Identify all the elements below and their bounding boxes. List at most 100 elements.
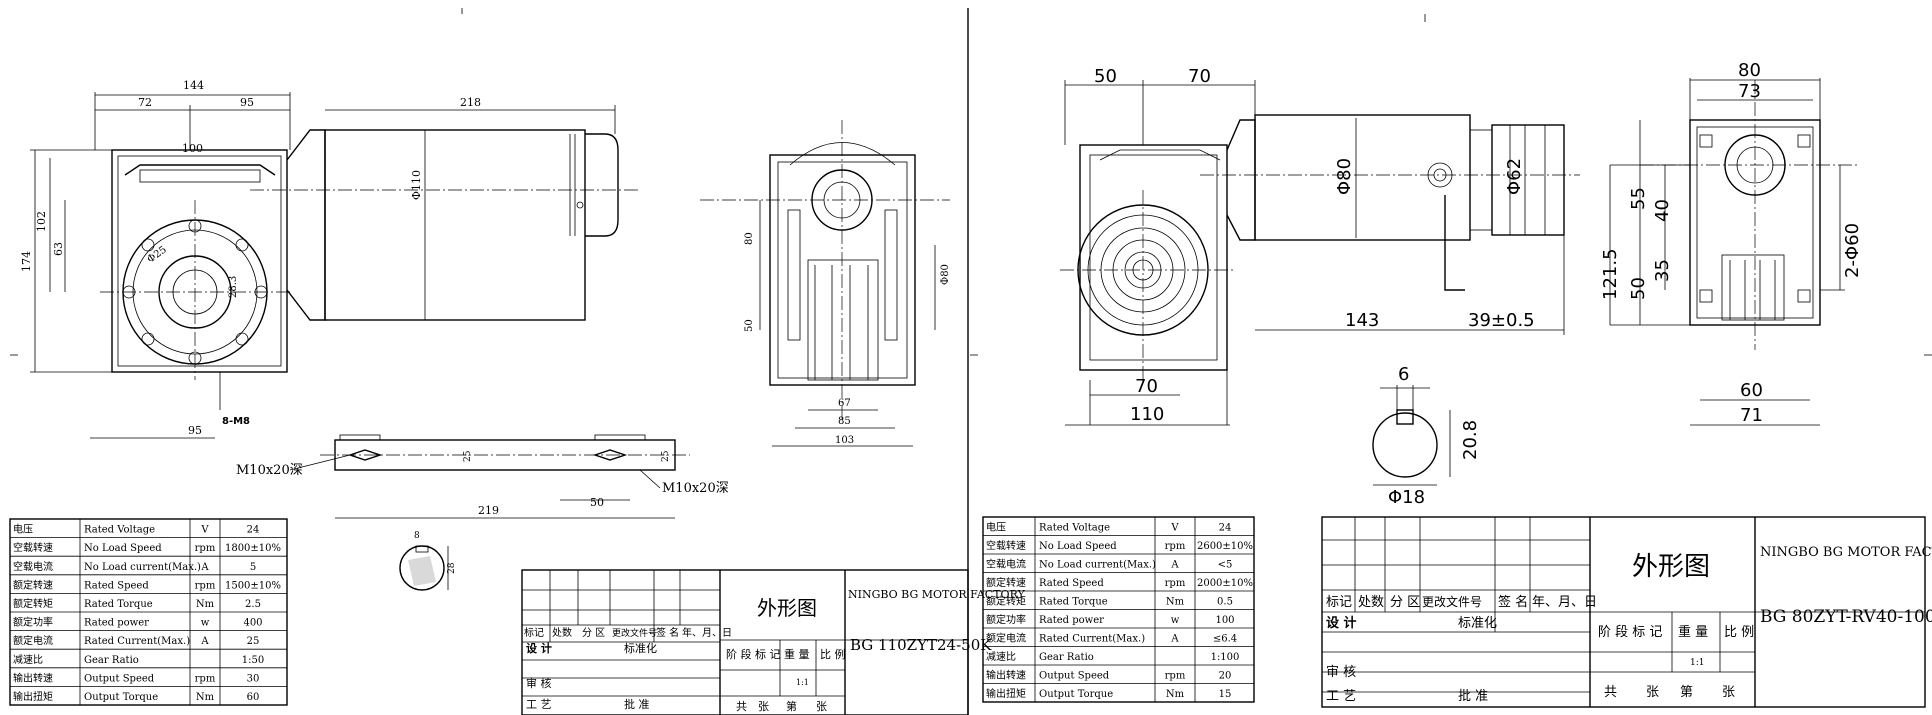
right-gearbox-side-view: 80 73 121.5 55 50 40 35 2-Φ60 60 71 [1600,60,1863,426]
right-tb-sheet2: 张 [1722,685,1735,700]
rdim-phi80: Φ80 [1334,158,1355,195]
left-spec-cn-2: 空载电流 [13,560,53,573]
right-tb-zone: 分 区 [1390,595,1420,610]
right-spec-cn-2: 空载电流 [986,558,1026,571]
right-spec-cn-3: 额定转速 [986,576,1026,589]
rdim-110: 110 [1130,404,1164,425]
rdim-121-5: 121.5 [1600,248,1621,300]
left-spec-unit-9: Nm [196,692,215,703]
shaft-dim-25-left: 25 [463,450,473,462]
rdim-71: 71 [1740,405,1763,426]
right-spec-en-0: Rated Voltage [1039,523,1110,534]
left-tb-sheet2: 张 [816,700,827,713]
left-spec-unit-1: rpm [195,543,216,554]
right-spec-en-5: Rated power [1039,615,1104,626]
rdim-55: 55 [1628,187,1649,210]
rdim-35: 35 [1652,259,1673,282]
right-key-section: 6 20.8 Φ18 [1372,364,1481,508]
left-spec-val-8: 30 [247,673,260,684]
shaft-dim-50: 50 [590,496,604,509]
left-spec-unit-3: rpm [195,580,216,591]
right-spec-en-2: No Load current(Max.) [1039,560,1156,571]
right-tb-design: 设 计 [1326,615,1357,631]
left-tb-stage: 阶 段 标 记 [726,647,781,661]
left-key-section: 8 28 [399,531,457,591]
left-tb-design: 设 计 [526,641,552,655]
right-spec-unit-0: V [1170,523,1179,534]
dim-144: 144 [183,79,204,92]
right-tb-count: 处数 [1358,595,1384,610]
right-spec-cn-1: 空载转速 [986,539,1026,552]
rdim-73: 73 [1738,81,1761,102]
left-spec-cn-1: 空载转速 [13,541,53,554]
left-spec-cn-4: 额定转矩 [13,597,53,610]
rdim-70b: 70 [1135,376,1158,397]
rdim-phi18: Φ18 [1388,487,1425,508]
key-dim-28: 28 [447,562,457,574]
left-spec-cn-6: 额定电流 [13,634,53,647]
right-tb-standard: 标准化 [1458,616,1497,631]
tap-left-label: M10x20深 [236,463,303,478]
right-tb-sheet: 张 [1646,685,1659,700]
right-tb-nth: 第 [1680,685,1693,700]
rdim-20-8: 20.8 [1460,420,1481,460]
right-spec-val-6: ≤6.4 [1213,634,1237,645]
left-tb-standard: 标准化 [624,641,657,655]
left-tb-mark: 标记 [524,627,544,639]
left-spec-val-7: 1:50 [242,655,264,666]
left-tb-approve: 批 准 [624,697,650,711]
right-spec-val-2: <5 [1218,560,1233,571]
right-drawing: 110 70 Φ80 Φ62 143 39±0.5 [970,14,1932,708]
right-tb-doc: 更改文件号 [1422,594,1482,609]
dim-72: 72 [138,96,152,109]
left-spec-en-2: No Load current(Max.) [84,562,201,573]
key-dim-8: 8 [414,531,420,541]
dim-phi110: Φ110 [410,170,423,200]
left-spec-en-8: Output Speed [84,673,155,684]
left-spec-val-4: 2.5 [245,599,261,610]
right-spec-cn-8: 输出转速 [986,669,1026,682]
left-top-dimensions: 144 72 95 218 100 Φ110 [94,79,616,320]
right-gearbox-front-view: 110 70 [1060,144,1235,426]
left-spec-unit-8: rpm [195,673,216,684]
left-spec-val-3: 1500±10% [225,580,281,591]
left-spec-unit-2: A [200,562,209,573]
left-spec-cn-3: 额定转速 [13,578,53,591]
left-spec-cn-0: 电压 [13,523,33,536]
right-spec-en-7: Gear Ratio [1039,652,1094,663]
left-model: BG 110ZYT24-50K [850,636,992,654]
left-tb-scale-h: 比 例 [820,647,846,661]
right-spec-cn-0: 电压 [986,521,1006,534]
right-factory: NINGBO BG MOTOR FACTORY [1760,545,1932,560]
tap-right-label: M10x20深 [662,481,729,496]
dim-50-side: 50 [744,319,755,332]
left-spec-en-3: Rated Speed [84,580,149,591]
right-spec-unit-2: A [1170,560,1179,571]
right-tb-sign: 签 名 [1498,594,1528,610]
left-spec-val-0: 24 [247,525,260,536]
left-tb-date: 年、月、日 [682,626,732,639]
right-top-dimensions: 50 70 [1064,66,1256,145]
rdim-80: 80 [1738,60,1761,81]
right-tb-mark: 标记 [1326,595,1352,610]
right-spec-val-7: 1:100 [1211,652,1240,663]
left-spec-cn-8: 输出转速 [13,671,53,684]
rdim-phi62: Φ62 [1504,158,1525,195]
right-spec-unit-8: rpm [1165,671,1186,682]
left-spec-en-5: Rated power [84,618,149,629]
right-spec-en-3: Rated Speed [1039,578,1104,589]
left-drawing: 144 72 95 218 100 Φ110 174 102 63 Φ25 28… [9,8,1026,715]
right-tb-process: 工 艺 [1326,689,1356,704]
left-spec-en-0: Rated Voltage [84,525,155,536]
left-spec-unit-4: Nm [196,599,215,610]
left-spec-val-5: 400 [243,618,262,629]
dim-67: 67 [838,398,851,409]
right-spec-en-8: Output Speed [1039,671,1110,682]
left-tb-process: 工 艺 [526,698,552,711]
right-tb-scale: 1:1 [1690,658,1704,668]
right-spec-val-4: 0.5 [1217,597,1233,608]
right-tb-date: 年、月、日 [1532,595,1597,610]
rdim-143: 143 [1345,310,1379,331]
right-spec-val-0: 24 [1219,523,1232,534]
